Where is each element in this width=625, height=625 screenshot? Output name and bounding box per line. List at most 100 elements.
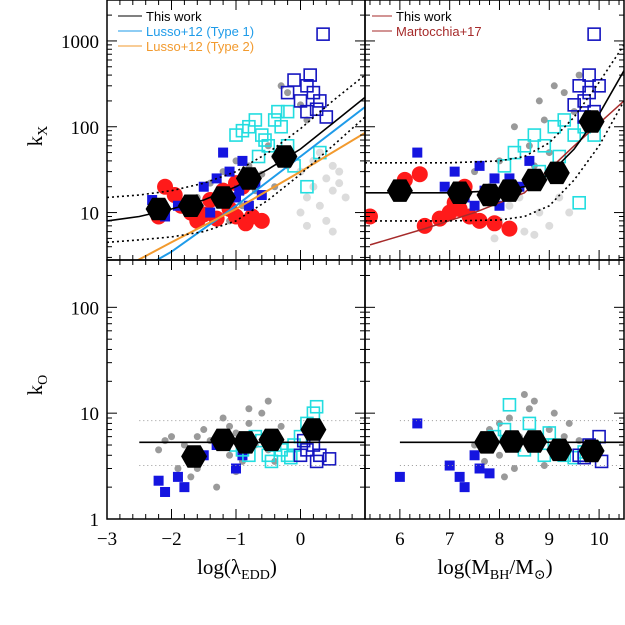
- light-grey-point: [490, 234, 499, 243]
- grey-point: [530, 397, 538, 405]
- cyan-open-square-point: [517, 138, 532, 153]
- grey-point: [565, 419, 573, 427]
- blue-open-square-point: [287, 73, 301, 87]
- cyan-open-square-point: [572, 195, 586, 210]
- cyan-open-square-point: [274, 119, 288, 134]
- y-tick-label: 100: [71, 298, 100, 319]
- black-hexagon-point: [232, 431, 259, 454]
- blue-open-square-point: [582, 68, 596, 82]
- black-hexagon-point: [145, 197, 172, 221]
- grey-point: [277, 422, 285, 430]
- panel-bottom-left: [139, 397, 365, 497]
- cyan-open-square-point: [258, 133, 272, 147]
- cyan-open-square-point: [497, 159, 512, 173]
- blue-square-point: [459, 482, 470, 493]
- blue-open-square-point: [280, 85, 295, 100]
- light-grey-point: [335, 179, 344, 188]
- grey-point: [245, 405, 253, 413]
- black-hexagon-point-series: [145, 145, 298, 221]
- blue-square-point: [224, 166, 235, 177]
- blue-open-square-point: [592, 79, 606, 93]
- red-point: [501, 220, 518, 237]
- light-grey-point: [530, 230, 539, 239]
- cyan-open-square-point: [271, 104, 285, 119]
- y-axis-title-bottom: kO: [23, 375, 51, 396]
- y-tick-label: 10: [80, 204, 99, 225]
- red-point: [486, 215, 503, 232]
- blue-square-point: [412, 147, 423, 158]
- light-grey-point: [296, 208, 305, 217]
- y-tick-label: 10: [80, 404, 99, 425]
- grey-point: [180, 441, 188, 449]
- black-hexagon-point: [210, 428, 237, 452]
- grey-point: [226, 451, 234, 459]
- black-hexagon-point-series: [181, 418, 327, 468]
- legend-lusso-type2: Lusso+12 (Type 2): [146, 39, 254, 54]
- legend-this-work-right: This work: [396, 9, 452, 24]
- blue-open-square-point: [319, 110, 334, 124]
- light-grey-point: [322, 216, 331, 225]
- fit-lower-bound: [107, 116, 365, 244]
- light-grey-point: [545, 221, 554, 230]
- blue-square-point: [234, 185, 245, 196]
- black-hexagon-point: [271, 145, 298, 168]
- cyan-open-point-series: [229, 104, 327, 194]
- grey-point: [535, 97, 543, 105]
- panel-top-right: [365, 27, 624, 246]
- black-hexagon-point: [496, 179, 523, 202]
- x-tick-label: −3: [97, 529, 117, 550]
- grey-point: [155, 446, 163, 454]
- black-hexagon-point: [386, 179, 413, 202]
- black-hexagon-point: [521, 430, 548, 453]
- grey-point: [174, 465, 182, 473]
- x-tick-label: 9: [545, 529, 555, 550]
- blue-square-point: [489, 173, 500, 184]
- lusso-type2-line: [135, 131, 365, 260]
- x-tick-label: 10: [590, 529, 609, 550]
- grey-point: [510, 465, 518, 473]
- cyan-open-square-point: [542, 426, 557, 440]
- grey-point: [560, 89, 568, 97]
- grey-point: [193, 433, 201, 441]
- cyan-open-square-point: [300, 179, 314, 194]
- grey-point: [264, 397, 272, 405]
- legend-left: This work Lusso+12 (Type 1) Lusso+12 (Ty…: [118, 9, 254, 54]
- blue-open-square-point: [316, 27, 330, 41]
- blue-square-point: [237, 155, 248, 166]
- black-hexagon-point-series: [386, 110, 605, 207]
- black-hexagon-point-series: [474, 430, 605, 463]
- blue-square-point: [484, 468, 495, 479]
- blue-square-point: [198, 181, 209, 192]
- black-hexagon-point: [258, 428, 285, 452]
- cyan-open-square-point: [522, 416, 537, 431]
- blue-square-point: [494, 200, 505, 211]
- black-hexagon-point: [177, 194, 204, 217]
- blue-open-square-point: [322, 452, 337, 466]
- blue-open-point-series: [280, 27, 334, 124]
- blue-square-point: [439, 181, 450, 192]
- black-hexagon-point: [578, 439, 605, 463]
- red-point: [471, 212, 488, 229]
- light-grey-point: [555, 193, 564, 202]
- cyan-open-square-point: [557, 113, 572, 127]
- blue-square-point: [153, 475, 164, 486]
- light-grey-point: [315, 201, 324, 210]
- axes-top-right: [365, 0, 624, 260]
- blue-square-point: [172, 471, 183, 482]
- panel-frame: [106, 259, 366, 520]
- cyan-open-square-point: [264, 454, 279, 469]
- grey-point: [575, 71, 583, 79]
- cyan-open-square-point: [502, 397, 517, 412]
- panel-bottom-right: [394, 391, 624, 493]
- blue-square-point: [469, 450, 480, 461]
- x-axis-title-left: log(λEDD): [197, 555, 277, 583]
- light-grey-point: [328, 186, 337, 195]
- grey-point: [550, 82, 558, 90]
- light-grey-point: [328, 161, 337, 170]
- light-grey-point: [341, 193, 350, 202]
- x-tick-label: 0: [296, 529, 306, 550]
- blue-square-point: [444, 460, 455, 471]
- x-tick-label: 7: [445, 529, 455, 550]
